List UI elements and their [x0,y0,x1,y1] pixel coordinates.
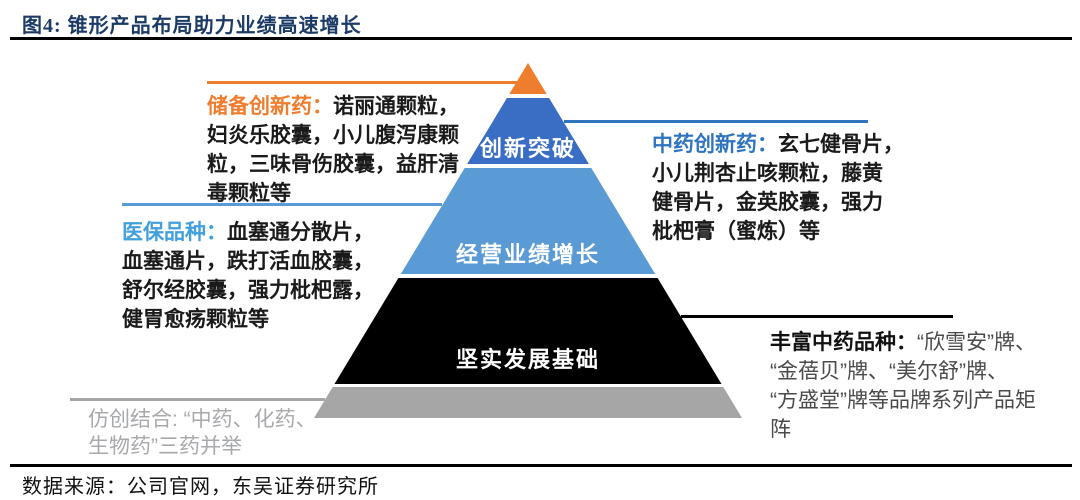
pyramid-level-base [314,387,742,418]
pyramid-label-foundation: 坚实发展基础 [455,347,601,372]
annotation-tcm-label: 中药创新药： [652,133,778,156]
annotation-combo-label: 仿创结合: [88,408,184,431]
figure-source: 数据来源：公司官网，东吴证券研究所 [22,476,379,498]
top-rule [10,37,1072,40]
connector-line-medical-insurance [122,203,442,206]
figure-title: 图4: 锥形产品布局助力业绩高速增长 [22,15,362,37]
annotation-tcm-innovation: 中药创新药：玄七健骨片， 小儿荆杏止咳颗粒，藤黄 健骨片，金英胶囊，强力 枇杷膏… [652,130,904,246]
annotation-insurance-label: 医保品种： [122,221,227,244]
annotation-imitation-innovation: 仿创结合: “中药、化药、 生物药”三药并举 [88,406,317,460]
connector-line-tcm-innovation [564,120,868,123]
annotation-rich-tcm-brands: 丰富中药品种：“欣雪安”牌、 “金蓓贝”牌、“美尔舒”牌、 “方盛堂”牌等品牌系… [770,328,1036,444]
connector-line-reserve [207,81,517,84]
bottom-rule [10,464,1072,467]
pyramid-label-innovation: 创新突破 [479,136,577,161]
annotation-rich-text: “欣雪安”牌、 “金蓓贝”牌、“美尔舒”牌、 “方盛堂”牌等品牌系列产品矩 阵 [770,331,1036,441]
annotation-medical-insurance: 医保品种：血塞通分散片， 血塞通片，跌打活血胶囊， 舒尔经胶囊，强力枇杷露， 健… [122,218,374,334]
connector-line-imitation-innovation [70,398,325,401]
annotation-combo-text: “中药、化药、 生物药”三药并举 [88,408,317,458]
annotation-reserve-label: 储备创新药： [207,95,333,118]
annotation-rich-label: 丰富中药品种： [770,331,917,354]
pyramid-label-growth: 经营业绩增长 [455,242,601,267]
connector-line-rich-tcm [681,315,953,318]
annotation-insurance-text: 血塞通分散片， 血塞通片，跌打活血胶囊， 舒尔经胶囊，强力枇杷露， 健胃愈疡颗粒… [122,221,374,331]
annotation-reserve-text: 诺丽通颗粒， 妇炎乐胶囊，小儿腹泻康颗 粒，三味骨伤胶囊，益肝清 毒颗粒等 [207,95,459,205]
pyramid-level-tip [314,63,742,94]
annotation-reserve-drugs: 储备创新药：诺丽通颗粒， 妇炎乐胶囊，小儿腹泻康颗 粒，三味骨伤胶囊，益肝清 毒… [207,92,459,208]
annotation-tcm-text: 玄七健骨片， 小儿荆杏止咳颗粒，藤黄 健骨片，金英胶囊，强力 枇杷膏（蜜炼）等 [652,133,904,243]
